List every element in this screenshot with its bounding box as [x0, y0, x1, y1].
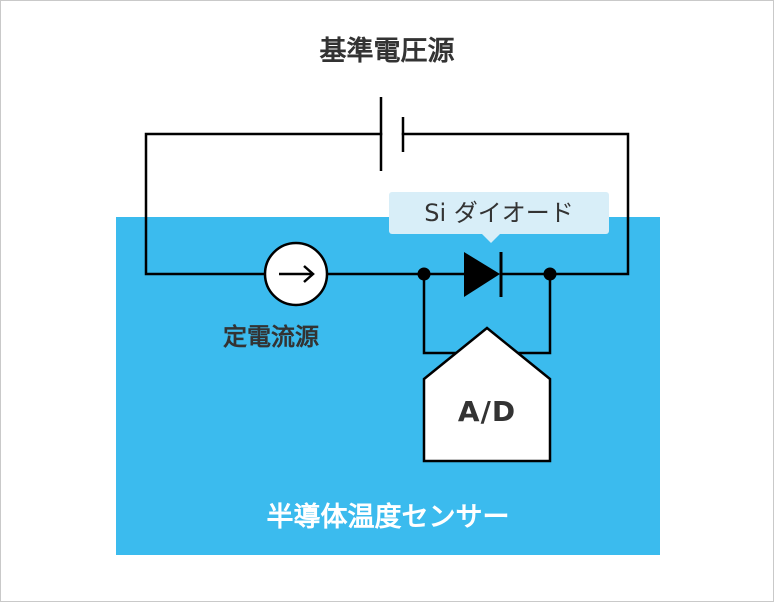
junction-dot-right [543, 267, 557, 281]
wire-left-loop [144, 132, 383, 276]
adc-block [422, 326, 552, 463]
constant-current-label: 定電流源 [223, 323, 319, 351]
adc-label: A/D [457, 395, 517, 428]
current-source-icon [263, 241, 329, 307]
diode-label: Si ダイオード [424, 199, 574, 227]
diode-callout: Si ダイオード [389, 192, 609, 243]
reference-voltage-label: 基準電圧源 [319, 36, 455, 67]
battery-icon [379, 97, 405, 171]
diode-icon [464, 252, 503, 297]
junction-dot-left [417, 267, 431, 281]
sensor-label: 半導体温度センサー [266, 502, 510, 533]
wire-right-loop [401, 132, 630, 276]
